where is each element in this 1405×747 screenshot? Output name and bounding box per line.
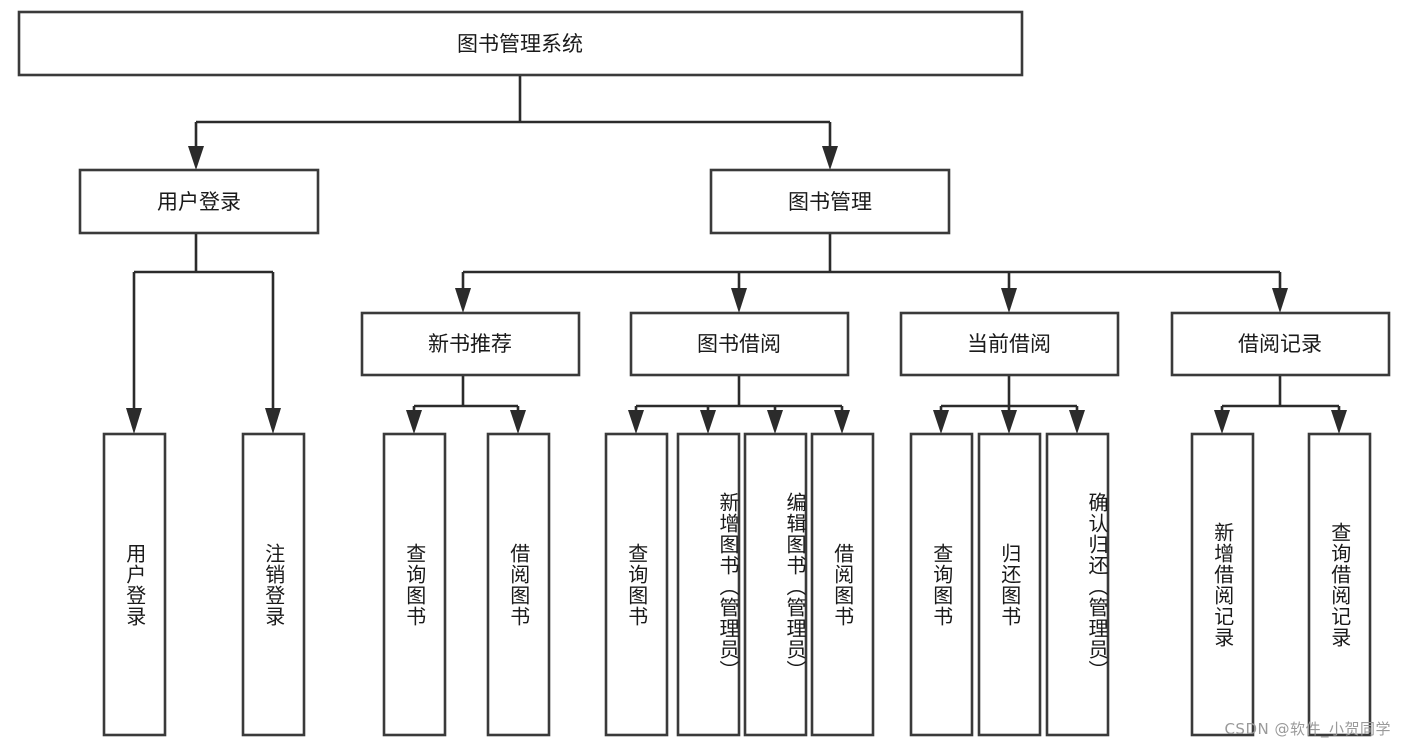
connectors-currentborrow-to-leaves	[933, 375, 1085, 434]
connectors-user-login-to-leaves	[126, 233, 281, 434]
node-book-borrow-label: 图书借阅	[697, 332, 781, 356]
arrowhead-leaf-rec-borrow-book	[510, 410, 526, 434]
node-book-borrow-box[interactable]	[629, 311, 850, 377]
leaf-rec-query-book-box[interactable]	[382, 432, 447, 737]
arrowhead-new-book-recommend	[455, 288, 471, 313]
arrowhead-leaf-br-add-record	[1214, 410, 1230, 434]
arrowhead-book-manage	[822, 146, 838, 170]
node-current-borrow[interactable]: 当前借阅	[899, 311, 1120, 377]
arrowhead-borrow-record	[1272, 288, 1288, 313]
node-current-borrow-label: 当前借阅	[967, 332, 1051, 356]
connectors-book-manage-to-level3	[455, 233, 1288, 313]
arrowhead-leaf-br-query-record	[1331, 410, 1347, 434]
node-borrow-record-label: 借阅记录	[1238, 332, 1322, 356]
connectors-borrowrecord-to-leaves	[1214, 375, 1347, 434]
leaf-bb-add-book-box[interactable]	[676, 432, 741, 737]
arrowhead-user-login	[188, 146, 204, 170]
arrowhead-leaf-bb-add-book	[700, 410, 716, 434]
node-borrow-record[interactable]: 借阅记录	[1170, 311, 1391, 377]
leaf-rec-borrow-book-box[interactable]	[486, 432, 551, 737]
leaf-cb-confirm-return-box[interactable]	[1045, 432, 1110, 737]
node-root-label: 图书管理系统	[457, 32, 583, 56]
arrowhead-leaf-bb-edit-book	[767, 410, 783, 434]
arrowhead-leaf-cb-query-book	[933, 410, 949, 434]
node-new-book-recommend-label: 新书推荐	[428, 332, 512, 356]
node-user-login-label: 用户登录	[157, 190, 241, 214]
arrowhead-leaf-cb-confirm-return	[1069, 410, 1085, 434]
leaf-user-login-box[interactable]	[102, 432, 167, 737]
node-book-manage[interactable]: 图书管理	[709, 168, 951, 235]
node-root-box[interactable]	[17, 10, 1024, 77]
connectors-root-to-level2	[188, 75, 838, 170]
leaf-cb-return-book-box[interactable]	[977, 432, 1042, 737]
node-root[interactable]: 图书管理系统	[17, 10, 1024, 77]
connectors-recommend-to-leaves	[406, 375, 526, 434]
connectors-bookborrow-to-leaves	[628, 375, 850, 434]
arrowhead-leaf-rec-query-book	[406, 410, 422, 434]
leaf-bb-borrow-book-box[interactable]	[810, 432, 875, 737]
arrowhead-leaf-bb-query-book	[628, 410, 644, 434]
leaf-user-logout-box[interactable]	[241, 432, 306, 737]
arrowhead-leaf-cb-return-book	[1001, 410, 1017, 434]
arrowhead-leaf-user-logout	[265, 408, 281, 434]
node-book-borrow[interactable]: 图书借阅	[629, 311, 850, 377]
node-current-borrow-box[interactable]	[899, 311, 1120, 377]
node-book-manage-label: 图书管理	[788, 190, 872, 214]
arrowhead-book-borrow	[731, 288, 747, 313]
leaf-br-query-record-box[interactable]	[1307, 432, 1372, 737]
node-book-manage-box[interactable]	[709, 168, 951, 235]
node-new-book-recommend-box[interactable]	[360, 311, 581, 377]
arrowhead-leaf-user-login	[126, 408, 142, 434]
arrowhead-leaf-bb-borrow-book	[834, 410, 850, 434]
leaf-boxes	[102, 432, 1372, 737]
node-new-book-recommend[interactable]: 新书推荐	[360, 311, 581, 377]
node-user-login[interactable]: 用户登录	[78, 168, 320, 235]
leaf-bb-query-book-box[interactable]	[604, 432, 669, 737]
leaf-bb-edit-book-box[interactable]	[743, 432, 808, 737]
arrowhead-current-borrow	[1001, 288, 1017, 313]
leaf-cb-query-book-box[interactable]	[909, 432, 974, 737]
csdn-watermark: CSDN @软件_小贺同学	[1224, 720, 1391, 738]
node-user-login-box[interactable]	[78, 168, 320, 235]
node-borrow-record-box[interactable]	[1170, 311, 1391, 377]
leaf-br-add-record-box[interactable]	[1190, 432, 1255, 737]
